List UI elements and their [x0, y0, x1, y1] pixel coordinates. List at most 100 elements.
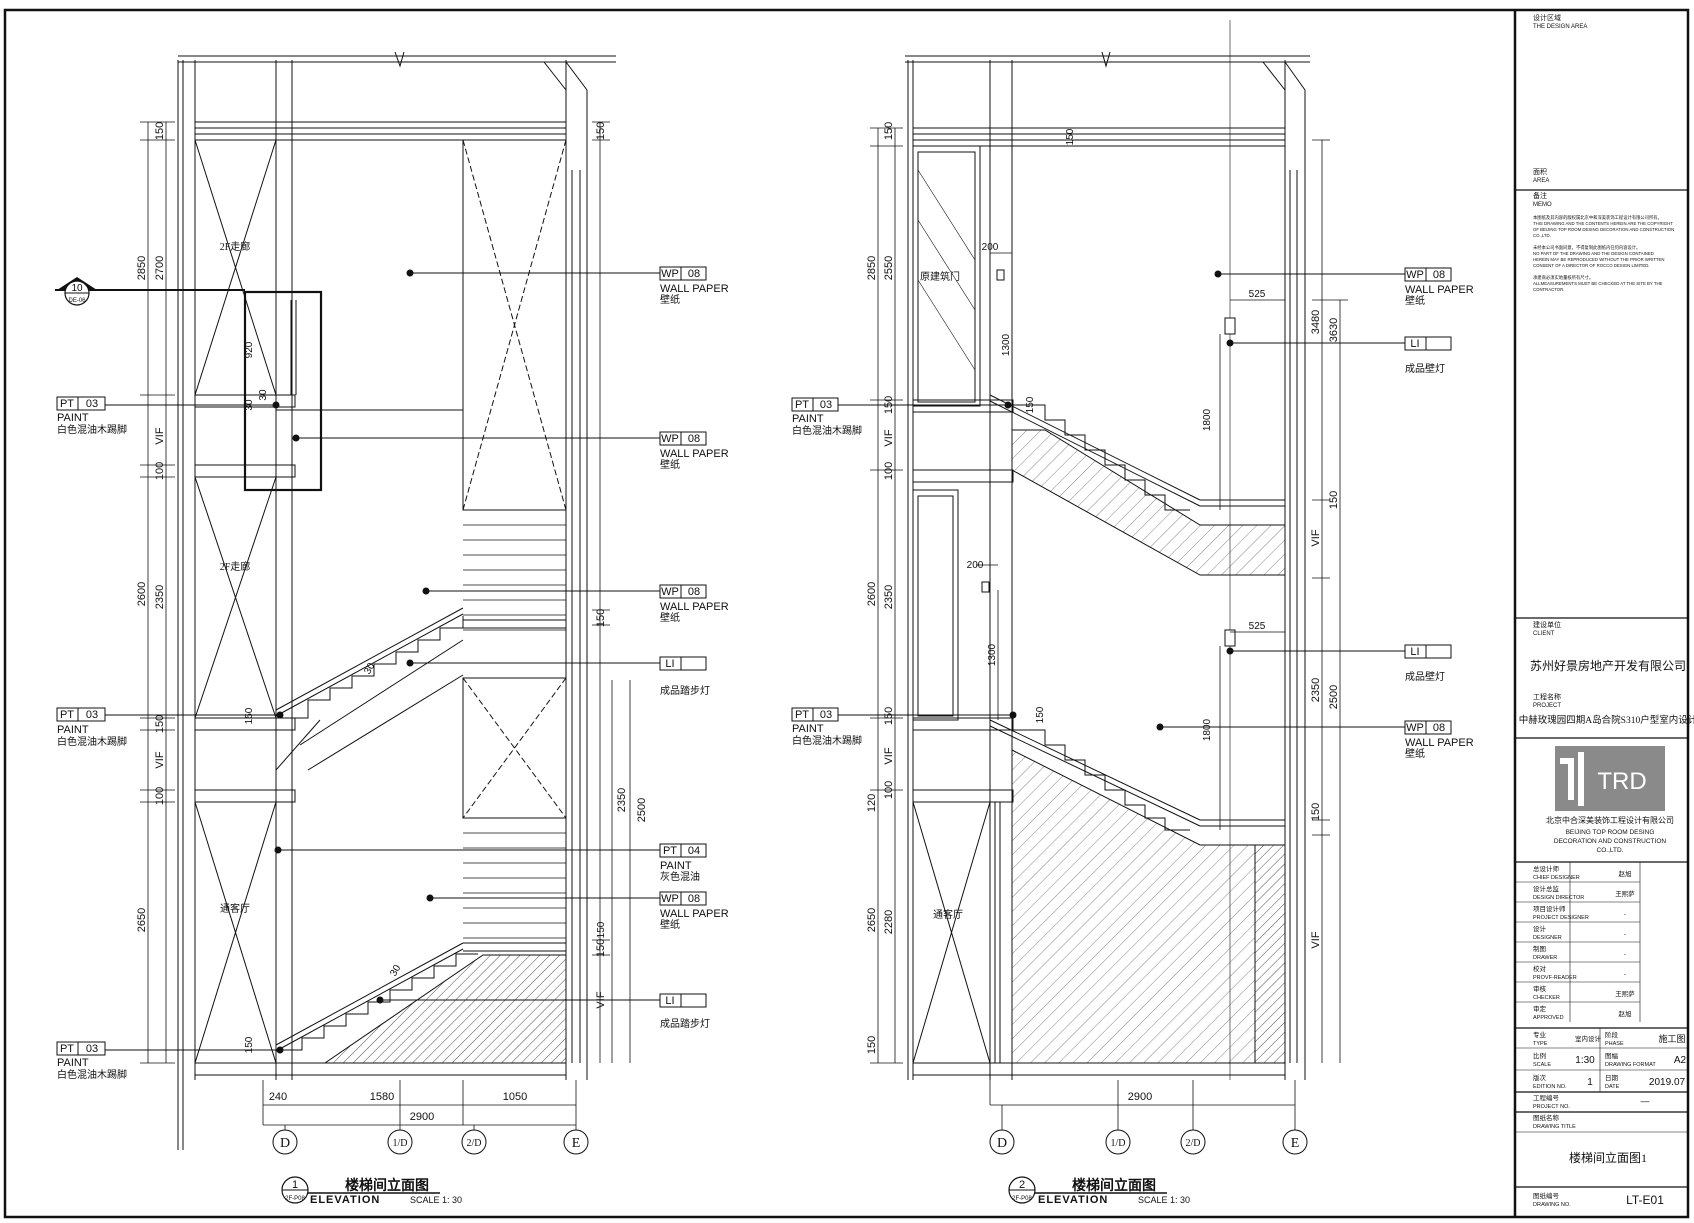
vdim-right: 3630 [1328, 318, 1340, 342]
material-tag-right[interactable]: LI 成品踏步灯 [659, 656, 710, 697]
material-tag-right[interactable]: WP 08 WALL PAPER 壁纸 [1404, 720, 1474, 760]
material-tag-left[interactable]: PT 03 PAINT 白色混油木踢脚 [56, 1041, 127, 1081]
elevation-2: 2850 2600 2650 150 2550 150 VIF 100 2350… [791, 20, 1474, 1206]
memo-note: 未经本公司书面同意，不得复制此图纸内任何内容设计。 [1533, 244, 1640, 251]
tag-cn: 壁纸 [660, 918, 680, 931]
vdim-right: VIF [595, 991, 607, 1008]
memo-note: NO PART OF THE DRAWING AND THE DESIGN CO… [1533, 251, 1654, 256]
material-tag-left[interactable]: PT 03 PAINT 白色混油木踢脚 [791, 397, 862, 437]
tag-code: WP [661, 586, 679, 598]
small-dim: 1800 [1202, 408, 1213, 431]
vdim-inner: 150 [866, 1036, 878, 1054]
vdim-inner: 150 [883, 122, 895, 140]
tag-cn: 壁纸 [1405, 294, 1425, 307]
material-tag-right[interactable]: WP 08 WALL PAPER 壁纸 [1404, 267, 1474, 307]
small-dim: 1300 [1001, 333, 1012, 356]
section-mark[interactable]: 10 DE-06 [55, 277, 245, 306]
small-dim: 150 [244, 707, 255, 724]
elev-title-en: ELEVATION [310, 1194, 380, 1206]
area-cn: 面积 [1533, 167, 1547, 176]
hdim: 2900 [410, 1111, 434, 1123]
company-en: DECORATION AND CONSTRUCTION [1554, 838, 1666, 845]
tag-code: PT [795, 399, 809, 411]
role-value: 王熙萨 [1615, 889, 1635, 898]
small-dim: 150 [244, 1036, 255, 1053]
role-value: - [1624, 971, 1626, 978]
vdim-inner: 2700 [154, 256, 166, 280]
memo-note: CONTRACTOR. [1533, 287, 1564, 292]
tag-code: LI [1410, 646, 1419, 658]
tag-num: 08 [688, 586, 700, 598]
role-value: - [1624, 911, 1626, 918]
edition-cn: 版次 [1533, 1073, 1547, 1082]
tag-cn: 成品踏步灯 [660, 1017, 710, 1030]
tag-en: PAINT [57, 724, 89, 736]
tag-num: 08 [688, 893, 700, 905]
tag-cn: 白色混油木踢脚 [57, 1068, 127, 1081]
role-value: 赵旭 [1619, 869, 1633, 878]
vdim-inner: VIF [883, 747, 895, 764]
tag-num: 08 [688, 268, 700, 280]
sheet-border [3, 8, 1690, 1219]
tag-en: PAINT [792, 723, 824, 735]
tag-cn: 成品壁灯 [1405, 362, 1445, 375]
material-tag-left[interactable]: PT 03 PAINT 白色混油木踢脚 [791, 707, 862, 747]
material-tag-right[interactable]: WP 08 WALL PAPER 壁纸 [659, 891, 729, 931]
title-block: 设计区域 THE DESIGN AREA 面积 AREA 备注 MEMO 本图纸… [1515, 13, 1694, 1208]
material-tag-right[interactable]: WP 08 WALL PAPER 壁纸 [659, 584, 729, 624]
axis-label: 2/D [1186, 1138, 1201, 1149]
role-en: DESIGNER [1533, 935, 1562, 941]
tag-num: 08 [1433, 722, 1445, 734]
memo-note: 承建商必须实地量核所有尺寸。 [1533, 274, 1593, 281]
tag-en: WALL PAPER [660, 283, 729, 295]
scale-en: SCALE [1533, 1062, 1551, 1068]
project-cn: 工程名称 [1533, 692, 1561, 701]
material-tag-right[interactable]: LI 成品壁灯 [1404, 336, 1452, 375]
drawing-title-cn: 图纸名称 [1533, 1113, 1560, 1122]
material-tag-left[interactable]: PT 03 PAINT 白色混油木踢脚 [56, 707, 127, 748]
material-tag-right[interactable]: LI 成品踏步灯 [659, 993, 710, 1030]
axis-label: D [997, 1136, 1007, 1151]
elevation-title: 1 2F-P08 楼梯间立面图 ELEVATION SCALE 1: 30 [281, 1176, 462, 1206]
role-cn: 制图 [1533, 944, 1546, 953]
vdim-inner: 100 [154, 462, 166, 480]
material-tag-right[interactable]: WP 08 WALL PAPER 壁纸 [659, 431, 729, 471]
elev-ref: 2F-P08 [285, 1196, 305, 1202]
type-value: 室内设计 [1575, 1034, 1602, 1043]
material-tag-right[interactable]: PT 04 PAINT 灰色混油 [659, 843, 707, 883]
tag-en: WALL PAPER [660, 908, 729, 920]
client-en: CLIENT [1533, 631, 1555, 637]
phase-en: PHASE [1605, 1041, 1624, 1047]
grid-axis-bubble: 1/D [387, 1129, 413, 1155]
tag-en: PAINT [57, 412, 89, 424]
project-no-cn: 工程编号 [1533, 1093, 1560, 1102]
role-cn: 项目设计师 [1533, 904, 1566, 913]
phase-value: 施工图 [1658, 1033, 1685, 1044]
role-cn: 校对 [1533, 964, 1547, 973]
tag-code: LI [665, 658, 674, 670]
vdim-outer: 2650 [866, 908, 878, 932]
tag-code: PT [663, 845, 677, 857]
type-cn: 专业 [1533, 1030, 1547, 1039]
elev-title-cn: 楼梯间立面图 [345, 1177, 429, 1194]
material-tag-right[interactable]: LI 成品壁灯 [1404, 644, 1452, 683]
tag-num: 08 [688, 433, 700, 445]
client-value: 苏州好景房地产开发有限公司 [1530, 658, 1686, 673]
small-dim: 150 [1035, 706, 1046, 723]
date-cn: 日期 [1605, 1074, 1619, 1082]
vdim-right: 2500 [1328, 685, 1340, 709]
tag-code: PT [60, 709, 74, 721]
type-en: TYPE [1533, 1041, 1548, 1047]
role-en: DRAWER [1533, 955, 1557, 961]
small-dim: 150 [1025, 396, 1036, 413]
tag-en: WALL PAPER [1405, 284, 1474, 296]
material-tag-left[interactable]: PT 03 PAINT 白色混油木踢脚 [56, 396, 127, 436]
material-tag-right[interactable]: WP 08 WALL PAPER 壁纸 [659, 266, 729, 306]
design-area-cn: 设计区域 [1533, 13, 1561, 22]
elevation-1: 10 DE-06 2850 2600 2650 150 2700 VIF 100… [55, 51, 729, 1206]
tag-code: LI [665, 995, 674, 1007]
